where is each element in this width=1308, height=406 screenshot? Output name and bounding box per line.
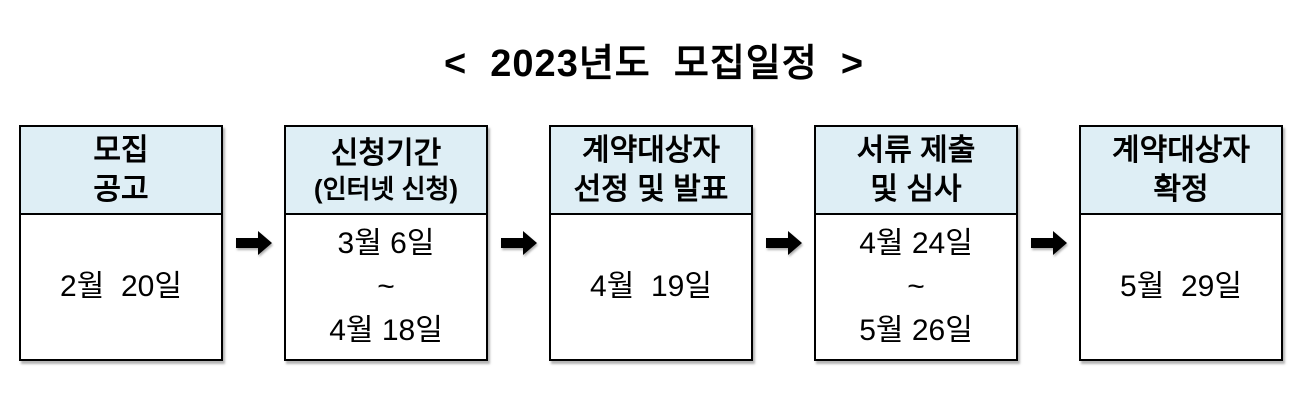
step-5-header-line-1: 계약대상자: [1112, 134, 1250, 167]
step-4-date-start: 4월 24일: [859, 226, 973, 260]
step-box-3: 계약대상자 선정 및 발표 4월 19일: [549, 125, 753, 361]
step-5-header-line-2: 확정: [1153, 173, 1209, 206]
step-1-header-line-2: 공고: [93, 173, 149, 206]
step-2-date-end: 4월 18일: [329, 313, 443, 347]
right-arrow-icon: [1030, 231, 1067, 255]
arrow-4: [1018, 125, 1079, 361]
step-2-date-start: 3월 6일: [337, 226, 435, 260]
step-2-body: 3월 6일 ~ 4월 18일: [286, 215, 486, 359]
step-1-date: 2월 20일: [60, 270, 182, 304]
right-arrow-icon: [765, 231, 802, 255]
step-4-body: 4월 24일 ~ 5월 26일: [816, 215, 1016, 359]
step-3-date: 4월 19일: [590, 270, 712, 304]
step-1-body: 2월 20일: [21, 215, 221, 359]
step-box-1: 모집 공고 2월 20일: [19, 125, 223, 361]
schedule-flow: 모집 공고 2월 20일 신청기간 (인터넷 신청) 3월 6일 ~ 4월 18…: [19, 125, 1283, 361]
step-4-date-end: 5월 26일: [859, 313, 973, 347]
step-2-header-line-2: (인터넷 신청): [313, 173, 459, 204]
right-arrow-icon: [235, 231, 272, 255]
step-1-header: 모집 공고: [21, 127, 221, 215]
step-box-2: 신청기간 (인터넷 신청) 3월 6일 ~ 4월 18일: [284, 125, 488, 361]
step-1-header-line-1: 모집: [93, 134, 149, 167]
tilde-separator: ~: [377, 270, 395, 304]
right-arrow-icon: [500, 231, 537, 255]
tilde-separator: ~: [907, 270, 925, 304]
step-5-header: 계약대상자 확정: [1081, 127, 1281, 215]
arrow-2: [488, 125, 549, 361]
step-5-body: 5월 29일: [1081, 215, 1281, 359]
arrow-1: [223, 125, 284, 361]
step-4-header-line-2: 및 심사: [870, 173, 962, 206]
diagram-title: < 2023년도 모집일정 >: [443, 43, 865, 85]
step-2-header: 신청기간 (인터넷 신청): [286, 127, 486, 215]
step-3-header-line-1: 계약대상자: [582, 134, 720, 167]
step-5-date: 5월 29일: [1120, 270, 1242, 304]
step-4-header: 서류 제출 및 심사: [816, 127, 1016, 215]
step-box-5: 계약대상자 확정 5월 29일: [1079, 125, 1283, 361]
step-2-header-line-1: 신청기간: [330, 136, 442, 170]
step-4-header-line-1: 서류 제출: [856, 134, 976, 167]
step-3-body: 4월 19일: [551, 215, 751, 359]
step-box-4: 서류 제출 및 심사 4월 24일 ~ 5월 26일: [814, 125, 1018, 361]
step-3-header: 계약대상자 선정 및 발표: [551, 127, 751, 215]
step-3-header-line-2: 선정 및 발표: [573, 173, 729, 206]
arrow-3: [753, 125, 814, 361]
